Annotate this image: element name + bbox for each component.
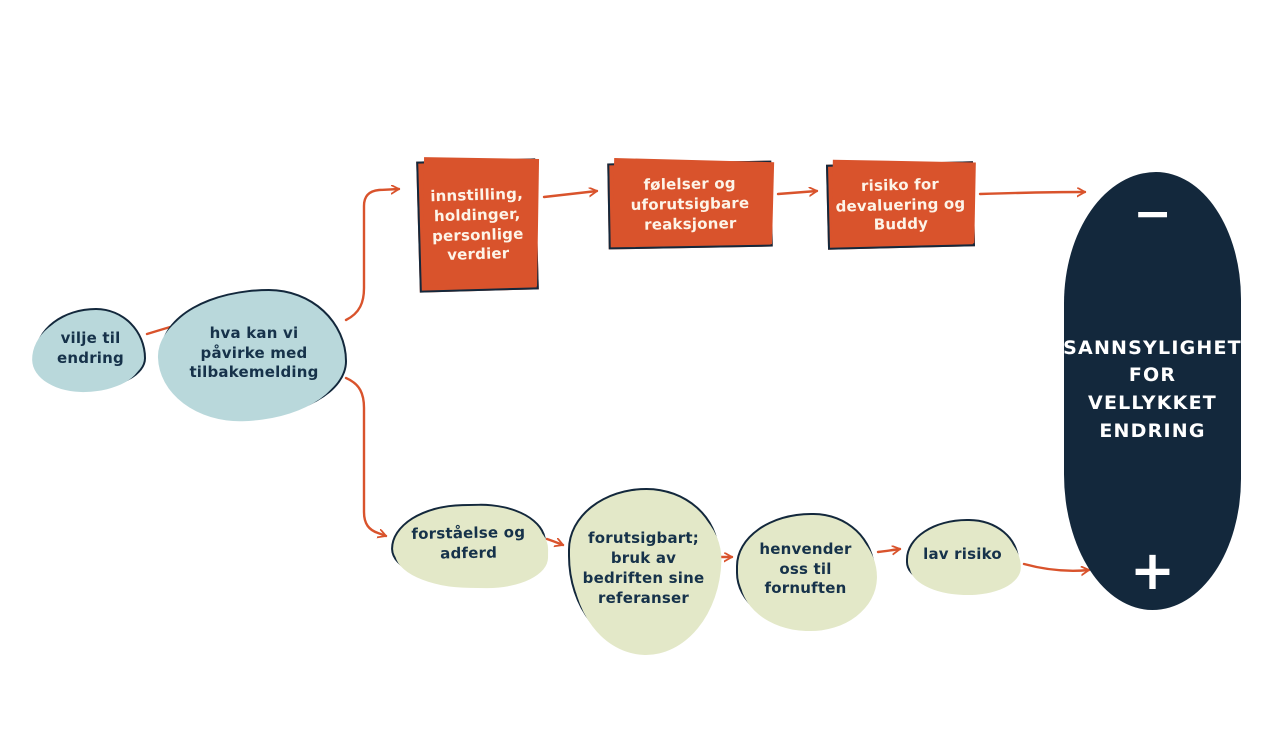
node-folelser-uforutsigbare-reaksjoner[interactable]: følelser og uforutsigbare reaksjoner: [607, 160, 773, 250]
node-label: risiko for devaluering og Buddy: [835, 174, 966, 235]
node-forutsigbart-referanser[interactable]: forutsigbart; bruk av bedriften sine ref…: [568, 488, 719, 650]
connector-innstilling-to-folelser[interactable]: [542, 191, 599, 199]
node-label: innstilling, holdinger, personlige verdi…: [430, 184, 524, 265]
connector-henvender-to-lavrisiko[interactable]: [876, 549, 902, 552]
node-label: følelser og uforutsigbare reaksjoner: [630, 174, 750, 234]
plus-sign: +: [1129, 539, 1176, 602]
node-label: forutsigbart; bruk av bedriften sine ref…: [582, 529, 705, 607]
node-sannsynlighet-vellykket-endring[interactable]: − SANNSYLIGHET FOR VELLYKKET ENDRING +: [1063, 172, 1242, 610]
minus-sign: −: [1133, 186, 1172, 240]
node-risiko-devaluering-buddy[interactable]: risiko for devaluering og Buddy: [825, 161, 976, 250]
node-label: hva kan vi påvirke med tilbakemelding: [189, 323, 319, 382]
node-label: forståelse og adferd: [411, 522, 526, 562]
connector-risiko-to-outcome[interactable]: [978, 192, 1087, 194]
node-label: lav risiko: [923, 544, 1002, 563]
connector-folelser-to-risiko[interactable]: [776, 191, 819, 194]
node-lav-risiko[interactable]: lav risiko: [906, 519, 1019, 590]
node-label: vilje til endring: [57, 328, 124, 367]
node-label: henvender oss til fornuften: [759, 539, 852, 598]
node-vilje-til-endring[interactable]: vilje til endring: [35, 308, 146, 389]
node-henvender-oss-til-fornuften[interactable]: henvender oss til fornuften: [736, 513, 875, 626]
outcome-title: SANNSYLIGHET FOR VELLYKKET ENDRING: [1063, 336, 1242, 442]
node-hva-kan-vi-pavirke[interactable]: hva kan vi påvirke med tilbakemelding: [161, 289, 347, 418]
connector-pavirke-to-forstaelse[interactable]: [344, 376, 388, 536]
node-forstaelse-og-adferd[interactable]: forståelse og adferd: [390, 502, 547, 585]
node-innstilling-holdinger-verdier[interactable]: innstilling, holdinger, personlige verdi…: [416, 158, 539, 293]
connector-lavrisiko-to-outcome[interactable]: [1022, 562, 1091, 571]
connector-pavirke-to-innstilling[interactable]: [344, 189, 401, 322]
connector-forstaelse-to-forutsigbart[interactable]: [545, 537, 565, 545]
